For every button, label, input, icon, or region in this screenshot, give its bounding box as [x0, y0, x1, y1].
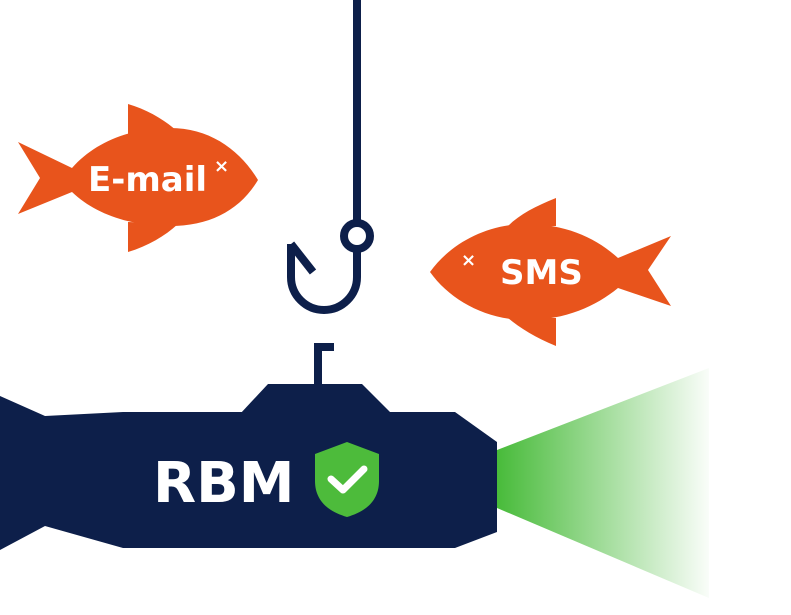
shield-shape — [315, 442, 379, 517]
hook-barb — [287, 241, 317, 275]
submarine-tower — [240, 384, 392, 414]
email-fish-body — [18, 128, 258, 226]
submarine: RBM — [0, 343, 497, 550]
sms-fish-top-fin — [508, 198, 556, 226]
email-fish: E-mail × — [18, 104, 258, 252]
x-mark-icon: × — [461, 250, 476, 271]
submarine-label: RBM — [153, 451, 295, 516]
check-mark — [327, 465, 368, 494]
hook-curve — [287, 244, 361, 314]
x-mark-icon: × — [214, 156, 229, 177]
periscope — [314, 343, 334, 386]
sms-fish-bottom-fin — [508, 318, 556, 346]
email-fish-bottom-fin — [128, 222, 178, 252]
submarine-hull — [0, 396, 497, 550]
email-fish-top-fin — [128, 104, 178, 134]
fishing-hook-icon — [287, 0, 374, 314]
sms-fish-label: SMS — [500, 253, 583, 293]
email-fish-label: E-mail — [88, 160, 207, 200]
shield-check-icon — [315, 442, 379, 517]
hook-eye — [340, 219, 374, 253]
sms-fish: SMS × — [430, 198, 671, 346]
light-beam — [497, 368, 709, 598]
sms-fish-body — [430, 224, 671, 320]
